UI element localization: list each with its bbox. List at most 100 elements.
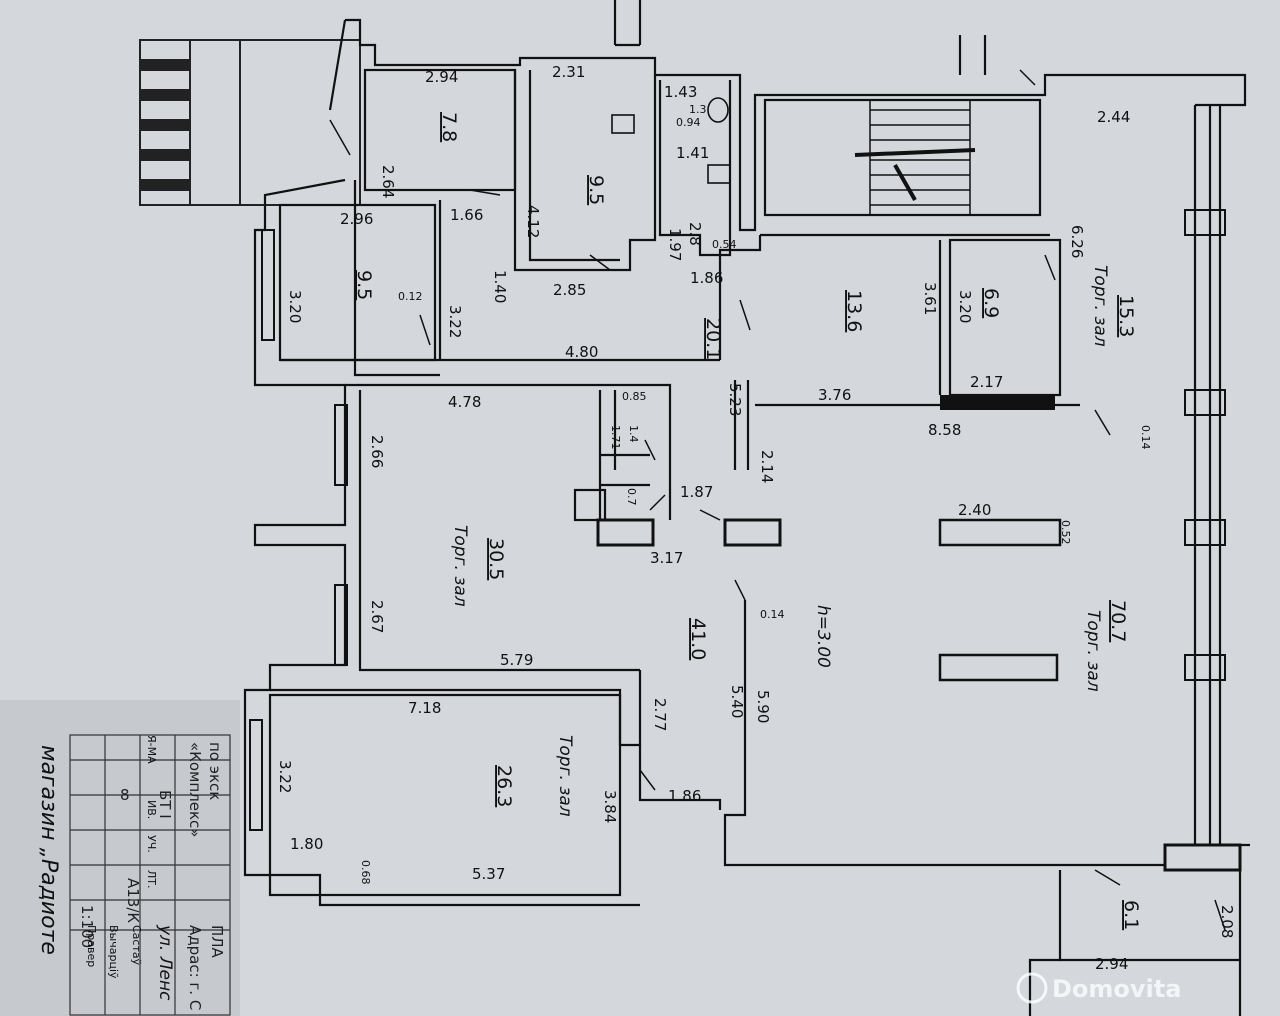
dim-4-80: 4.80 (565, 343, 598, 361)
dim-3-20-mid: 3.20 (956, 290, 974, 323)
dim-4-12: 4.12 (524, 205, 542, 238)
area-26-3: 26.3 (493, 765, 515, 807)
dim-1-43: 1.43 (664, 83, 697, 101)
dim-2-67: 2.67 (368, 600, 386, 633)
area-30-5: 30.5 (485, 538, 507, 580)
stamp-line1: по экск (206, 742, 224, 800)
dim-1-4: 1.4 (627, 425, 640, 443)
area-9-5-left: 9.5 (353, 270, 375, 300)
stamp-title-caption: магазин „Радиоте (36, 745, 61, 955)
dim-1-3: 1.3 (689, 103, 707, 116)
dim-3-61: 3.61 (921, 282, 939, 315)
dim-1-40: 1.40 (491, 270, 509, 303)
watermark-text: Domovita (1052, 975, 1181, 1003)
dim-2-17: 2.17 (970, 373, 1003, 391)
dim-0-54: 0.54 (712, 238, 737, 251)
stamp-lit-value: А13/К (124, 878, 142, 923)
dim-3-22-top: 3.22 (446, 305, 464, 338)
dim-7-18: 7.18 (408, 699, 441, 717)
stamp-col-lit: ЛТ. (145, 870, 158, 889)
area-13-6: 13.6 (843, 290, 865, 332)
dim-1-97: 1.97 (666, 228, 684, 261)
room-label-torg-zal-1: Торг. зал (1090, 265, 1110, 347)
dim-8-58: 8.58 (928, 421, 961, 439)
area-20-1: 20.1 (702, 318, 724, 360)
stamp-col-inv: ИВ. (145, 800, 158, 819)
walls (243, 0, 1250, 1016)
dim-5-37: 5.37 (472, 865, 505, 883)
area-41-0: 41.0 (687, 618, 709, 660)
dim-0-7: 0.7 (625, 488, 638, 506)
area-15-3: 15.3 (1115, 295, 1137, 337)
dim-1-41: 1.41 (676, 144, 709, 162)
dim-5-90: 5.90 (754, 690, 772, 723)
stamp-scale: 1:100 (78, 905, 96, 948)
dim-0-85: 0.85 (622, 390, 647, 403)
area-70-7: 70.7 (1107, 600, 1129, 642)
dim-3-20-left: 3.20 (286, 290, 304, 323)
room-label-torg-zal-4: Торг. зал (555, 735, 575, 817)
stamp-col-uch: УЧ. (145, 835, 158, 853)
dim-1-80: 1.80 (290, 835, 323, 853)
title-block-text: по экск «Комплекс» БТ I Я-МА ИВ. УЧ. ЛТ.… (36, 735, 226, 1010)
dim-2-94-top: 2.94 (425, 68, 458, 86)
dim-5-23: 5.23 (726, 383, 744, 416)
title-block (69, 734, 231, 1016)
area-6-9: 6.9 (980, 288, 1002, 318)
area-6-1: 6.1 (1120, 900, 1142, 930)
dim-5-79: 5.79 (500, 651, 533, 669)
watermark-logo-icon (1016, 972, 1048, 1004)
exterior-stair (139, 39, 361, 206)
stamp-street: ул. Ленс (155, 924, 175, 1001)
dim-2-31: 2.31 (552, 63, 585, 81)
solid-piers (249, 209, 1242, 872)
dim-0-94: 0.94 (676, 116, 701, 129)
dim-3-84: 3.84 (601, 790, 619, 823)
room-labels: Торг. зал Торг. зал Торг. зал Торг. зал … (450, 265, 1110, 817)
dim-1-87: 1.87 (680, 483, 713, 501)
dim-2-77: 2.77 (651, 698, 669, 731)
area-9-5-top: 9.5 (585, 175, 607, 205)
stamp-line2: «Комплекс» (186, 742, 204, 837)
dim-3-22-bottom: 3.22 (276, 760, 294, 793)
dim-4-78: 4.78 (448, 393, 481, 411)
dim-0-52: 0.52 (1059, 520, 1072, 545)
ceiling-height-label: h=3.00 (813, 605, 833, 668)
dim-1-86-top: 1.86 (690, 269, 723, 287)
stamp-address: Адрас: г. С (186, 925, 204, 1010)
door-swings (329, 69, 1226, 931)
dim-5-40: 5.40 (728, 685, 746, 718)
dim-2-94-bottom: 2.94 (1095, 955, 1128, 973)
area-7-8: 7.8 (438, 112, 460, 142)
watermark: Domovita (1016, 972, 1181, 1004)
dim-2-8: 2.8 (686, 222, 704, 246)
dim-2-64: 2.64 (379, 165, 397, 198)
interior-stair (854, 100, 976, 215)
dim-2-66: 2.66 (368, 435, 386, 468)
stamp-drawn: Вычарціў (107, 925, 120, 979)
dim-0-12: 0.12 (398, 290, 423, 303)
dim-2-44: 2.44 (1097, 108, 1130, 126)
stamp-col-kvm: Я-МА (145, 735, 158, 764)
dim-2-40: 2.40 (958, 501, 991, 519)
dimension-labels: 2.94 2.31 2.64 1.43 1.3 0.94 1.41 4.12 1… (276, 63, 1236, 973)
dim-2-08: 2.08 (1218, 905, 1236, 938)
dim-0-14-mid: 0.14 (760, 608, 785, 621)
dim-1-66: 1.66 (450, 206, 483, 224)
dim-2-85: 2.85 (553, 281, 586, 299)
stamp-checked: Правер (85, 925, 98, 967)
dim-0-14-right: 0.14 (1139, 425, 1152, 450)
dim-1-71: 1.71 (609, 425, 622, 450)
dim-2-96: 2.96 (340, 210, 373, 228)
dim-0-68: 0.68 (359, 860, 372, 885)
room-label-torg-zal-3: Торг. зал (1083, 610, 1103, 692)
dim-1-86-bottom: 1.86 (668, 787, 701, 805)
dim-2-14: 2.14 (758, 450, 776, 483)
stamp-compiled: Састаў (130, 925, 143, 966)
stamp-plan-word: ПЛА (208, 925, 226, 959)
dim-6-26: 6.26 (1068, 225, 1086, 258)
room-label-torg-zal-2: Торг. зал (450, 525, 470, 607)
stamp-value-8: 8 (120, 786, 130, 804)
